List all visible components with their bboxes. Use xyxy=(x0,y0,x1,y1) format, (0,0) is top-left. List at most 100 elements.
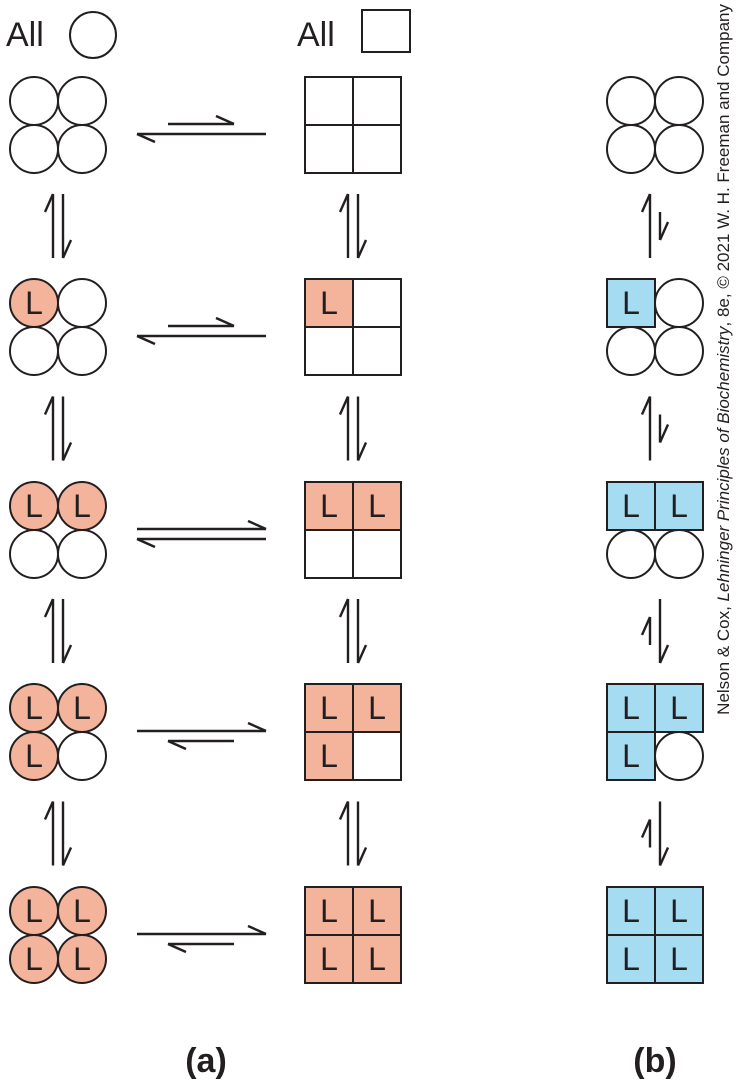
ligand-label: L xyxy=(25,893,43,929)
ligand-label: L xyxy=(320,488,338,524)
ligand-label: L xyxy=(622,690,640,726)
square-vertical-equilibrium-1 xyxy=(338,396,368,461)
horizontal-equilibrium-1 xyxy=(136,316,266,346)
header-all-square-label: All xyxy=(297,16,335,54)
ligand-label: L xyxy=(622,893,640,929)
ligand-label: L xyxy=(622,738,640,774)
ligand-label: L xyxy=(670,893,688,929)
empty-subunit-circle xyxy=(606,124,656,174)
panel-label-a: (a) xyxy=(185,1042,227,1080)
equilibrium-arrow-layer xyxy=(43,114,670,954)
sequential-vertical-equilibrium-0 xyxy=(640,193,670,258)
bound-subunit-circle xyxy=(57,934,107,984)
square-vertical-equilibrium-2 xyxy=(338,598,368,664)
ligand-label: L xyxy=(670,488,688,524)
header-all-circle: All xyxy=(6,11,117,59)
ligand-label: L xyxy=(73,941,91,977)
sequential-vertical-equilibrium-2 xyxy=(640,599,670,664)
credit-post: , 8e, © 2021 W. H. Freeman and Company xyxy=(714,4,733,327)
empty-subunit-square xyxy=(352,529,402,579)
ligand-label: L xyxy=(73,488,91,524)
bound-subunit-square xyxy=(654,886,704,936)
empty-subunit-circle xyxy=(654,124,704,174)
ligand-label: L xyxy=(320,941,338,977)
ligand-label: L xyxy=(73,690,91,726)
credit-title: Lehninger Principles of Biochemistry xyxy=(714,325,733,601)
ligand-label: L xyxy=(622,488,640,524)
bound-subunit-square xyxy=(304,683,354,733)
circle-icon xyxy=(69,11,117,59)
ligand-label: L xyxy=(25,488,43,524)
sequential-vertical-equilibrium-3 xyxy=(640,801,670,866)
horizontal-equilibrium-0 xyxy=(136,114,266,144)
horizontal-equilibrium-2 xyxy=(136,519,267,549)
empty-subunit-circle xyxy=(654,529,704,579)
empty-subunit-square xyxy=(304,326,354,376)
panel-label-b: (b) xyxy=(633,1042,676,1080)
tense-state-circles-1: L xyxy=(9,278,107,376)
ligand-label: L xyxy=(368,690,386,726)
bound-subunit-square xyxy=(654,481,704,531)
horizontal-equilibrium-4 xyxy=(137,924,267,954)
ligand-label: L xyxy=(320,738,338,774)
empty-subunit-circle xyxy=(9,76,59,126)
square-icon xyxy=(361,9,411,53)
ligand-label: L xyxy=(670,941,688,977)
empty-subunit-square xyxy=(352,326,402,376)
circle-vertical-equilibrium-1 xyxy=(43,396,73,461)
empty-subunit-square xyxy=(304,124,354,174)
sequential-state-0 xyxy=(606,76,704,174)
horizontal-equilibrium-3 xyxy=(137,721,267,751)
ligand-label: L xyxy=(320,893,338,929)
empty-subunit-circle xyxy=(57,124,107,174)
empty-subunit-square xyxy=(352,731,402,781)
circle-vertical-equilibrium-0 xyxy=(43,193,73,259)
empty-subunit-circle xyxy=(606,326,656,376)
ligand-label: L xyxy=(622,285,640,321)
empty-subunit-circle xyxy=(606,76,656,126)
relaxed-state-squares-0 xyxy=(304,76,402,174)
ligand-label: L xyxy=(368,941,386,977)
ligand-label: L xyxy=(368,893,386,929)
ligand-label: L xyxy=(320,285,338,321)
square-vertical-equilibrium-3 xyxy=(338,801,368,866)
empty-subunit-circle xyxy=(654,76,704,126)
empty-subunit-circle xyxy=(606,529,656,579)
bound-subunit-square xyxy=(606,934,656,984)
empty-subunit-square xyxy=(352,124,402,174)
bound-subunit-square xyxy=(352,886,402,936)
circle-vertical-equilibrium-2 xyxy=(43,598,73,664)
header-all-square: All xyxy=(297,9,411,54)
sequential-vertical-equilibrium-1 xyxy=(640,396,670,461)
bound-subunit-square xyxy=(304,731,354,781)
empty-subunit-square xyxy=(304,76,354,126)
empty-subunit-circle xyxy=(9,529,59,579)
square-vertical-equilibrium-0 xyxy=(338,193,368,259)
header-all-circle-label: All xyxy=(6,16,44,54)
empty-subunit-circle xyxy=(57,731,107,781)
empty-subunit-square xyxy=(352,76,402,126)
bound-subunit-square xyxy=(606,481,656,531)
sequential-state-1: L xyxy=(606,278,704,376)
empty-subunit-circle xyxy=(57,529,107,579)
bound-subunit-square xyxy=(606,731,656,781)
bound-subunit-square xyxy=(352,934,402,984)
relaxed-state-squares-1: L xyxy=(304,278,402,376)
ligand-label: L xyxy=(73,893,91,929)
empty-subunit-square xyxy=(304,529,354,579)
bound-subunit-square xyxy=(654,934,704,984)
empty-subunit-circle xyxy=(57,326,107,376)
ligand-label: L xyxy=(25,941,43,977)
empty-subunit-square xyxy=(352,278,402,328)
